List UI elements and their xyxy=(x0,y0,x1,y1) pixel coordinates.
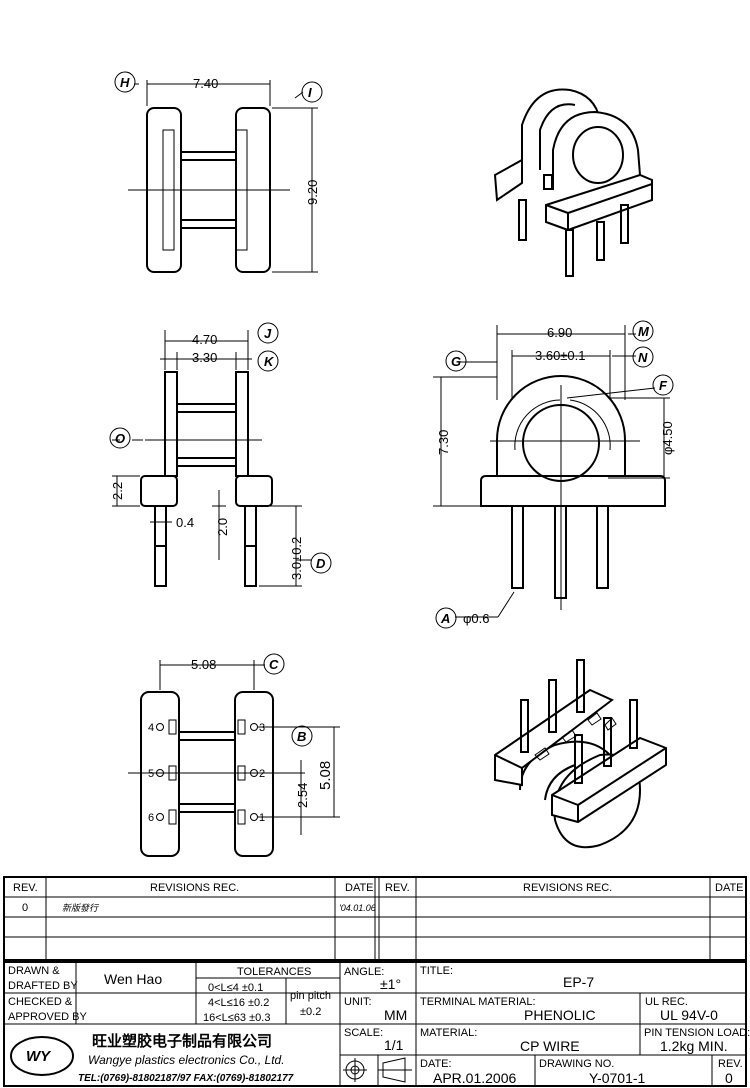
label-o: O xyxy=(115,431,125,446)
company-logo: WY xyxy=(26,1048,52,1065)
dim-top-height: 9.20 xyxy=(305,180,320,205)
material-label: MATERIAL: xyxy=(420,1027,477,1039)
dim-side-pin-gap: 2.0 xyxy=(215,518,230,536)
ul-label: UL REC. xyxy=(645,996,688,1008)
front-view xyxy=(433,320,674,629)
dim-bottom-pin-pitch: 2.54 xyxy=(295,783,310,808)
rev-value: 0 xyxy=(725,1070,733,1086)
date-header: DATE xyxy=(345,882,374,894)
dim-front-pin: φ0.6 xyxy=(463,611,490,626)
company-contact: TEL:(0769)-81802187/97 FAX:(0769)-818021… xyxy=(78,1073,294,1084)
pin-number-6: 6 xyxy=(148,812,154,824)
rev-header: REV. xyxy=(13,882,38,894)
tolerance-1: 0<L≤4 ±0.1 xyxy=(208,982,263,994)
date-header-right: DATE xyxy=(715,882,744,894)
dim-bottom-pitch-x: 5.08 xyxy=(191,657,216,672)
revisions-header-right: REVISIONS REC. xyxy=(523,882,612,894)
dim-side-pin-dia: 0.4 xyxy=(176,515,194,530)
iso-view-top xyxy=(493,88,653,277)
title-block xyxy=(3,961,747,1087)
tolerance-2: 4<L≤16 ±0.2 xyxy=(208,997,269,1009)
dim-side-base: 2.2 xyxy=(110,482,125,500)
pin-pitch-tol: ±0.2 xyxy=(300,1006,321,1018)
drawing-no-value: Y-0701-1 xyxy=(589,1070,646,1086)
label-c: C xyxy=(269,657,279,672)
pin-number-2: 2 xyxy=(259,768,265,780)
rev-header-right: REV. xyxy=(385,882,410,894)
dim-top-width: 7.40 xyxy=(193,76,218,91)
revision-table xyxy=(3,876,747,961)
unit-label: UNIT: xyxy=(344,996,372,1008)
iso-view-bottom xyxy=(494,659,667,849)
terminal-value: PHENOLIC xyxy=(524,1007,596,1023)
dim-side-w2: 3.30 xyxy=(192,350,217,365)
angle-value: ±1° xyxy=(380,976,401,992)
drafted-label: DRAFTED BY xyxy=(8,980,78,992)
title-label: TITLE: xyxy=(420,965,453,977)
angle-label: ANGLE: xyxy=(344,966,384,978)
pin-number-4: 4 xyxy=(148,722,154,734)
scale-value: 1/1 xyxy=(384,1037,404,1053)
company-name-cn: 旺业塑胶电子制品有限公司 xyxy=(92,1032,272,1050)
label-j: J xyxy=(264,326,272,341)
drawing-no-label: DRAWING NO. xyxy=(539,1058,614,1070)
pin-number-1: 1 xyxy=(259,812,265,824)
material-value: CP WIRE xyxy=(520,1038,580,1054)
pin-number-5: 5 xyxy=(148,768,154,780)
revisions-header: REVISIONS REC. xyxy=(150,882,239,894)
rev-label: REV. xyxy=(718,1058,743,1070)
dim-bottom-pitch-y: 5.08 xyxy=(317,761,334,790)
scale-label: SCALE: xyxy=(344,1027,383,1039)
dim-front-flange: φ4.50 xyxy=(660,421,675,455)
pin-pitch-label: pin pitch xyxy=(290,990,331,1002)
checked-label: CHECKED & xyxy=(8,996,73,1008)
bottom-view xyxy=(128,653,340,857)
label-f: F xyxy=(659,378,668,393)
title-value: EP-7 xyxy=(563,974,594,990)
label-g: G xyxy=(451,354,461,369)
ul-value: UL 94V-0 xyxy=(660,1007,718,1023)
tension-label: PIN TENSION LOAD: xyxy=(644,1027,750,1039)
dim-front-width: 6.90 xyxy=(547,325,572,340)
dim-side-pin-len: 3.0±0.2 xyxy=(289,537,304,580)
label-h: H xyxy=(120,75,130,90)
label-k: K xyxy=(264,354,275,369)
label-d: D xyxy=(316,556,326,571)
side-view xyxy=(109,322,332,587)
company-name-en: Wangye plastics electronics Co., Ltd. xyxy=(88,1053,285,1067)
tolerances-label: TOLERANCES xyxy=(237,966,311,978)
dim-side-w1: 4.70 xyxy=(192,332,217,347)
drawn-by: Wen Hao xyxy=(104,971,162,987)
label-i: I xyxy=(308,85,312,100)
revision-row-rev: 0 xyxy=(22,902,28,914)
dim-front-height: 7.30 xyxy=(436,430,451,455)
top-view-bobbin xyxy=(114,71,323,273)
date-label: DATE: xyxy=(420,1058,452,1070)
tolerance-3: 16<L≤63 ±0.3 xyxy=(203,1012,270,1024)
unit-value: MM xyxy=(384,1007,407,1023)
label-b: B xyxy=(297,729,306,744)
pin-number-3: 3 xyxy=(259,722,265,734)
drawn-label: DRAWN & xyxy=(8,965,60,977)
dim-front-bore: 3.60±0.1 xyxy=(535,348,586,363)
terminal-label: TERMINAL MATERIAL: xyxy=(420,996,536,1008)
revision-row-date: '04.01.06 xyxy=(339,903,376,913)
date-value: APR.01.2006 xyxy=(433,1070,516,1086)
approved-label: APPROVED BY xyxy=(8,1011,88,1023)
label-a: A xyxy=(440,611,450,626)
tension-value: 1.2kg MIN. xyxy=(660,1038,728,1054)
label-m: M xyxy=(638,324,650,339)
label-n: N xyxy=(638,350,648,365)
revision-row-desc: 新版發行 xyxy=(62,903,100,913)
